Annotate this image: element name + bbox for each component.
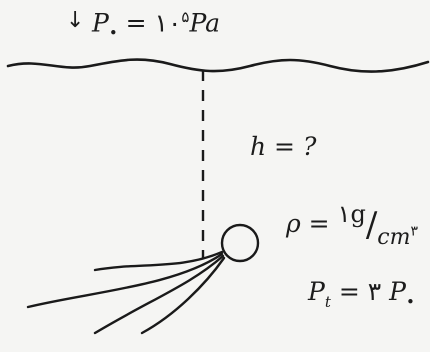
water-surface-line <box>6 58 430 73</box>
depth-label: h = ? <box>250 132 317 161</box>
seaweed-strand <box>26 252 224 309</box>
seaweed-strands <box>26 250 226 335</box>
bubble-circle <box>220 223 260 263</box>
seaweed-strand <box>93 250 224 272</box>
bubble-pressure-label: Pt = ۳ P• <box>308 277 415 311</box>
density-label: ρ = ۱g/cm۳ <box>286 200 419 250</box>
surface-pressure-label: P• = ۱۰۵Pa <box>92 8 221 43</box>
seaweed-strand <box>93 254 225 335</box>
seaweed-strand <box>140 256 226 335</box>
down-arrow-icon: ↓ <box>66 8 85 33</box>
